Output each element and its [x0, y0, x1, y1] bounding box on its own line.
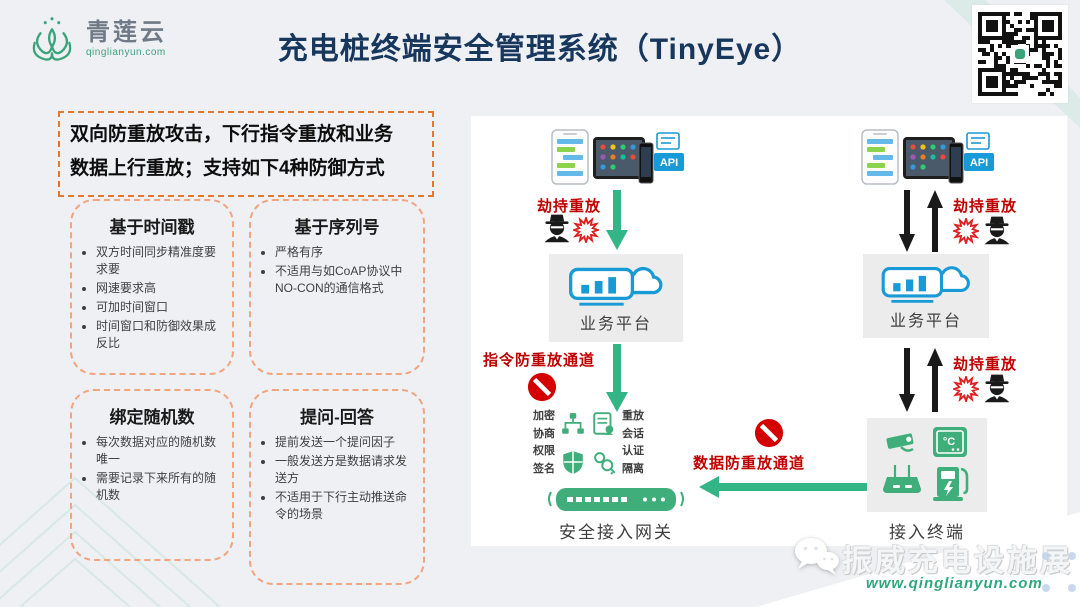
traffic-arrow-down-icon [899, 348, 915, 412]
hijack-replay-label-right-bottom: 劫持重放 [953, 356, 1018, 373]
feature-label: 签名 [533, 462, 555, 475]
traffic-arrow-down-icon [899, 190, 915, 252]
gateway-label: 安全接入网关 [559, 523, 673, 542]
card-bullets: 双方时间同步精准度要求要 网速要求高 可加时间窗口 时间窗口和防御效果成反比 [76, 244, 226, 352]
card-title: 绑定随机数 [109, 408, 195, 427]
logo-text: 青莲云 [86, 18, 167, 46]
feature-label: 协商 [533, 427, 555, 440]
spy-icon [544, 214, 570, 243]
flow-arrow-left-icon [699, 476, 875, 498]
qr-code [972, 5, 1068, 103]
intro-line-1: 双向防重放攻击，下行指令重放和业务 [70, 124, 394, 145]
no-replay-icon [527, 372, 557, 402]
defense-card-challenge: 提问-回答 提前发送一个提问因子 一般发送方是数据请求发送方 不适用于下行主动推… [249, 389, 425, 585]
traffic-arrow-up-icon [927, 348, 943, 412]
bullet: 提前发送一个提问因子 [275, 434, 417, 451]
attack-burst-icon [953, 376, 979, 402]
flow-arrow-down-icon [606, 190, 628, 250]
thermostat-icon: °C [933, 427, 967, 457]
defense-card-sequence: 基于序列号 严格有序 不适用与如CoAP协议中NO-CON的通信格式 [249, 199, 425, 375]
defense-card-nonce: 绑定随机数 每次数据对应的随机数唯一 需要记录下来所有的随机数 [70, 389, 234, 561]
flow-arrow-down-icon [606, 344, 628, 412]
qr-grid [978, 12, 1062, 96]
spy-icon [984, 216, 1010, 245]
card-bullets: 每次数据对应的随机数唯一 需要记录下来所有的随机数 [76, 434, 226, 504]
bullet: 不适用于下行主动推送命令的场景 [275, 489, 417, 523]
no-replay-icon [754, 418, 784, 448]
bullet: 双方时间同步精准度要求要 [96, 244, 226, 278]
feature-label: 认证 [622, 445, 644, 458]
gateway-features: 加密 协商 权限 签名 [533, 408, 644, 478]
card-bullets: 严格有序 不适用与如CoAP协议中NO-CON的通信格式 [255, 244, 417, 297]
feature-label: 会话 [622, 427, 644, 440]
terminal-label: 接入终端 [889, 523, 965, 542]
hijack-replay-label-left: 劫持重放 [537, 198, 602, 215]
intro-box: 双向防重放攻击，下行指令重放和业务 数据上行重放；支持如下4种防御方式 [58, 111, 434, 197]
diagram-panel: API 劫持重放 业务平台 指令防重放通道 [470, 115, 1068, 547]
wechat-icon [795, 538, 839, 575]
hijack-replay-label-right-top: 劫持重放 [953, 198, 1018, 215]
dot-decoration [1068, 584, 1076, 592]
platform-node-left: 业务平台 [549, 254, 683, 342]
cloud-server-icon [569, 266, 663, 306]
feature-labels-left: 加密 协商 权限 签名 [533, 408, 555, 478]
feature-label: 权限 [533, 445, 555, 458]
card-title: 基于时间戳 [109, 218, 195, 237]
feature-label: 重放 [622, 410, 644, 422]
card-title: 基于序列号 [294, 218, 380, 237]
bullet: 网速要求高 [96, 280, 226, 297]
client-devices-icon: API [861, 129, 994, 185]
terminal-node: °C [867, 418, 987, 512]
dot-decoration [1068, 552, 1076, 560]
data-channel-label: 数据防重放通道 [693, 455, 806, 472]
camera-icon [886, 433, 914, 449]
page-title: 充电桩终端安全管理系统（TinyEye） [277, 33, 803, 66]
command-channel-label: 指令防重放通道 [483, 352, 596, 369]
feature-label: 加密 [533, 410, 555, 422]
qr-center-logo [1011, 45, 1029, 63]
attack-burst-icon [953, 218, 979, 244]
logo: 青莲云 qinglianyun.com [26, 14, 167, 64]
svg-text:API: API [970, 157, 988, 169]
platform-label-right: 业务平台 [889, 313, 962, 330]
defense-card-timestamp: 基于时间戳 双方时间同步精准度要求要 网速要求高 可加时间窗口 时间窗口和防御效… [70, 199, 234, 375]
terminal-devices-icon: °C [883, 427, 969, 501]
platform-node-right: 业务平台 [863, 254, 989, 338]
spy-icon [984, 374, 1010, 403]
logo-domain: qinglianyun.com [86, 46, 166, 58]
lotus-icon [32, 17, 72, 61]
router-icon [883, 465, 921, 493]
chevron-decoration [0, 476, 221, 607]
bullet: 需要记录下来所有的随机数 [96, 470, 226, 504]
intro-line-2: 数据上行重放；支持如下4种防御方式 [70, 158, 385, 179]
certificate-icon [593, 412, 614, 435]
shield-icon [563, 451, 583, 474]
dot-decoration [1042, 552, 1050, 560]
bullet: 严格有序 [275, 244, 417, 261]
cloud-server-icon [881, 266, 970, 303]
footer-white-band [756, 512, 1080, 607]
feature-label: 隔离 [622, 462, 644, 475]
svg-text:°C: °C [943, 436, 955, 448]
key-access-icon [594, 452, 616, 475]
traffic-arrow-up-icon [927, 190, 943, 252]
bullet: 不适用与如CoAP协议中NO-CON的通信格式 [275, 263, 417, 297]
gateway-device-icon [548, 488, 684, 511]
bullet: 可加时间窗口 [96, 299, 226, 316]
card-title: 提问-回答 [300, 408, 374, 427]
client-devices-icon: API [551, 129, 684, 185]
svg-text:API: API [660, 157, 678, 169]
org-chart-icon [562, 413, 584, 434]
card-bullets: 提前发送一个提问因子 一般发送方是数据请求发送方 不适用于下行主动推送命令的场景 [255, 434, 417, 523]
watermark-text: 振威充电设施展 [842, 545, 1073, 578]
bullet: 每次数据对应的随机数唯一 [96, 434, 226, 468]
website-text: www.qinglianyun.com [866, 575, 1043, 592]
feature-labels-right: 重放 会话 认证 隔离 [622, 408, 644, 478]
dot-decoration [1042, 584, 1050, 592]
bullet: 一般发送方是数据请求发送方 [275, 453, 417, 487]
bullet: 时间窗口和防御效果成反比 [96, 318, 226, 352]
platform-label-left: 业务平台 [579, 316, 652, 333]
ev-charger-icon [933, 467, 969, 501]
attack-burst-icon [573, 217, 599, 243]
